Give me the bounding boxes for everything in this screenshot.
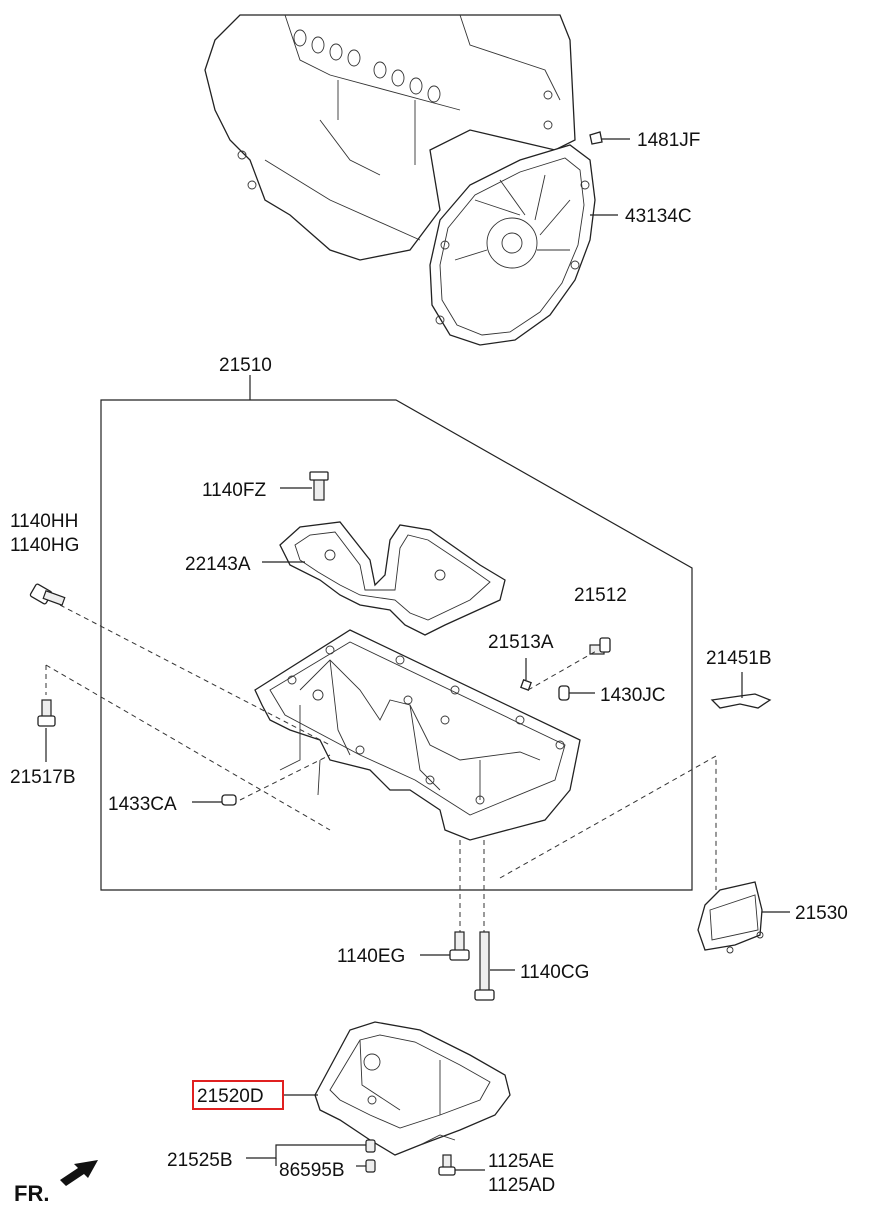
label-1140CG[interactable]: 1140CG — [520, 962, 589, 983]
label-1430JC[interactable]: 1430JC — [600, 685, 666, 706]
front-label: FR. — [14, 1181, 49, 1206]
gasket-22143A — [262, 521, 506, 636]
label-43134C[interactable]: 43134C — [625, 206, 692, 227]
label-1140HG[interactable]: 1140HG — [10, 535, 79, 556]
bolts-1140EG-1140CG — [420, 931, 515, 1001]
drain-plug-parts — [246, 1139, 485, 1176]
part-21451B — [710, 672, 772, 709]
label-1433CA[interactable]: 1433CA — [108, 794, 177, 815]
label-1140FZ[interactable]: 1140FZ — [202, 480, 266, 501]
label-21451B[interactable]: 21451B — [706, 648, 772, 669]
upper-oil-pan — [254, 629, 581, 841]
label-21510[interactable]: 21510 — [219, 355, 272, 376]
label-22143A[interactable]: 22143A — [185, 554, 251, 575]
label-21525B[interactable]: 21525B — [167, 1150, 233, 1171]
label-21530[interactable]: 21530 — [795, 903, 848, 924]
label-1481JF[interactable]: 1481JF — [637, 130, 700, 151]
assembly-box-21510 — [100, 375, 693, 891]
small-parts — [45, 604, 717, 935]
label-1140HH[interactable]: 1140HH — [10, 511, 78, 532]
engine-block — [204, 14, 630, 346]
front-arrow-icon — [60, 1160, 98, 1186]
highlight-box — [192, 1080, 284, 1110]
label-1125AD[interactable]: 1125AD — [488, 1175, 555, 1196]
bolt-21517B — [37, 699, 56, 762]
label-21512[interactable]: 21512 — [574, 585, 627, 606]
label-1125AE[interactable]: 1125AE — [488, 1151, 554, 1172]
label-1140EG[interactable]: 1140EG — [337, 946, 405, 967]
bolt-1140HH — [29, 583, 66, 606]
label-21513A[interactable]: 21513A — [488, 632, 554, 653]
bolt-1140FZ — [280, 471, 329, 501]
label-86595B[interactable]: 86595B — [279, 1160, 345, 1181]
lower-oil-pan-21520D — [284, 1021, 511, 1156]
label-21520D[interactable]: 21520D — [197, 1086, 264, 1107]
label-21517B[interactable]: 21517B — [10, 767, 76, 788]
baffle-21530 — [697, 881, 790, 954]
